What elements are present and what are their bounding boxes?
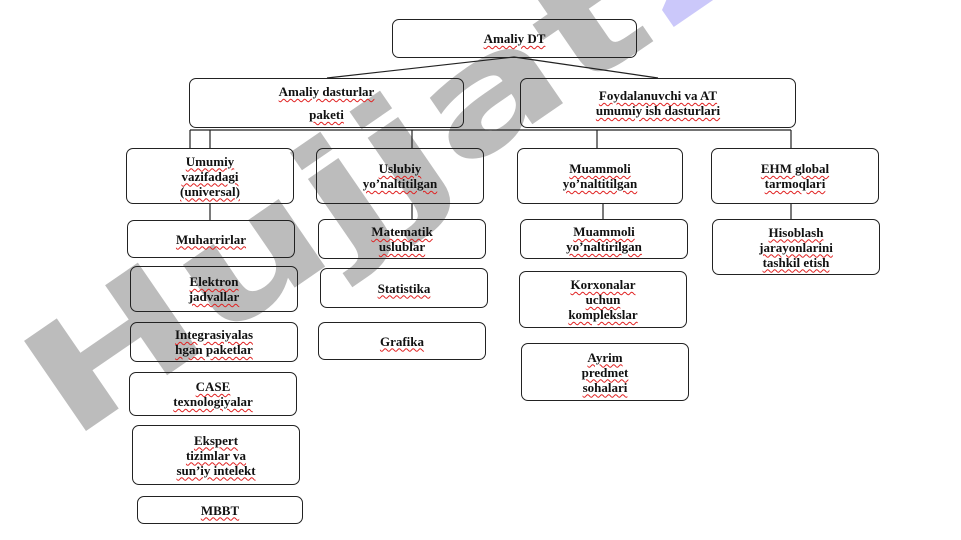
node-label-line: sohalari	[582, 379, 628, 395]
connector	[513, 56, 659, 79]
root-node: Amaliy DT	[392, 19, 637, 58]
branch-applied-packages: Amaliy dasturlar paketi	[189, 78, 464, 128]
node-label-line: Elektron	[189, 274, 239, 289]
node-label-line: MBBT	[200, 502, 240, 518]
node-label-line: Matematik	[371, 224, 433, 239]
node-label-line: Integrasiyalas	[175, 327, 253, 342]
branch-label: Amaliy dasturlar	[278, 84, 375, 99]
node-label-line: hgan paketlar	[175, 342, 253, 357]
node-label-line: Ekspert	[193, 432, 239, 448]
item-statistics: Statistika	[320, 268, 488, 308]
node-label-line: Korxonalar	[570, 277, 636, 292]
node-label-line: yo’naltirilgan	[566, 239, 642, 254]
branch-label: paketi	[309, 107, 344, 122]
node-label-line: yo’naltitilgan	[562, 176, 638, 191]
node-label: Grafika	[380, 334, 424, 349]
node-label-line: Umumiy	[185, 153, 235, 169]
node-label-line: Muammoli	[573, 224, 635, 239]
node-label-line: tizimlar va	[185, 447, 247, 463]
connector	[326, 56, 515, 79]
item-graphics: Grafika	[318, 322, 486, 360]
node-label-line: EHM global	[760, 161, 830, 176]
branch-user-system-programs: Foydalanuvchi va AT umumiy ish dasturlar…	[520, 78, 796, 128]
node-label: Muharrirlar	[176, 232, 246, 247]
node-label-line: texnologiyalar	[173, 394, 253, 409]
node-label-line: (universal)	[180, 183, 240, 199]
node-label-line: sun’iy intelekt	[176, 462, 256, 478]
node-label-line: Muharrirlar	[175, 231, 247, 247]
root-label: Amaliy DT	[483, 31, 546, 46]
node-label-line: yo’naltitilgan	[362, 176, 438, 191]
node-label: Statistika	[378, 281, 431, 296]
node-label-line: jadvallar	[188, 289, 240, 304]
node-label-line: jarayonlarini	[759, 239, 833, 255]
node-label-line: Uslubiy	[378, 161, 422, 176]
node-label-line: Muammoli	[569, 161, 631, 176]
node-label-line: vazifadagi	[181, 168, 239, 184]
node-label-line: Ayrim	[587, 349, 623, 365]
node-label-line: tashkil etish	[762, 254, 830, 270]
node-label-line: CASE	[195, 379, 231, 394]
node-label-line: komplekslar	[568, 307, 638, 322]
node-label-line: uchun	[585, 292, 621, 307]
node-label-line: uslublar	[378, 239, 426, 254]
node-label-line: Grafika	[379, 333, 425, 349]
node-label-line: Statistika	[377, 280, 431, 296]
node-label-line: Hisoblash	[768, 224, 824, 240]
item-mbbt: MBBT	[137, 496, 303, 524]
branch-label: umumiy ish dasturlari	[595, 103, 721, 118]
node-label-line: predmet	[581, 364, 629, 380]
node-label-line: tarmoqlari	[764, 176, 826, 191]
node-label: MBBT	[201, 503, 239, 518]
item-editors: Muharrirlar	[127, 220, 295, 258]
branch-label: Foydalanuvchi va AT	[598, 88, 718, 103]
